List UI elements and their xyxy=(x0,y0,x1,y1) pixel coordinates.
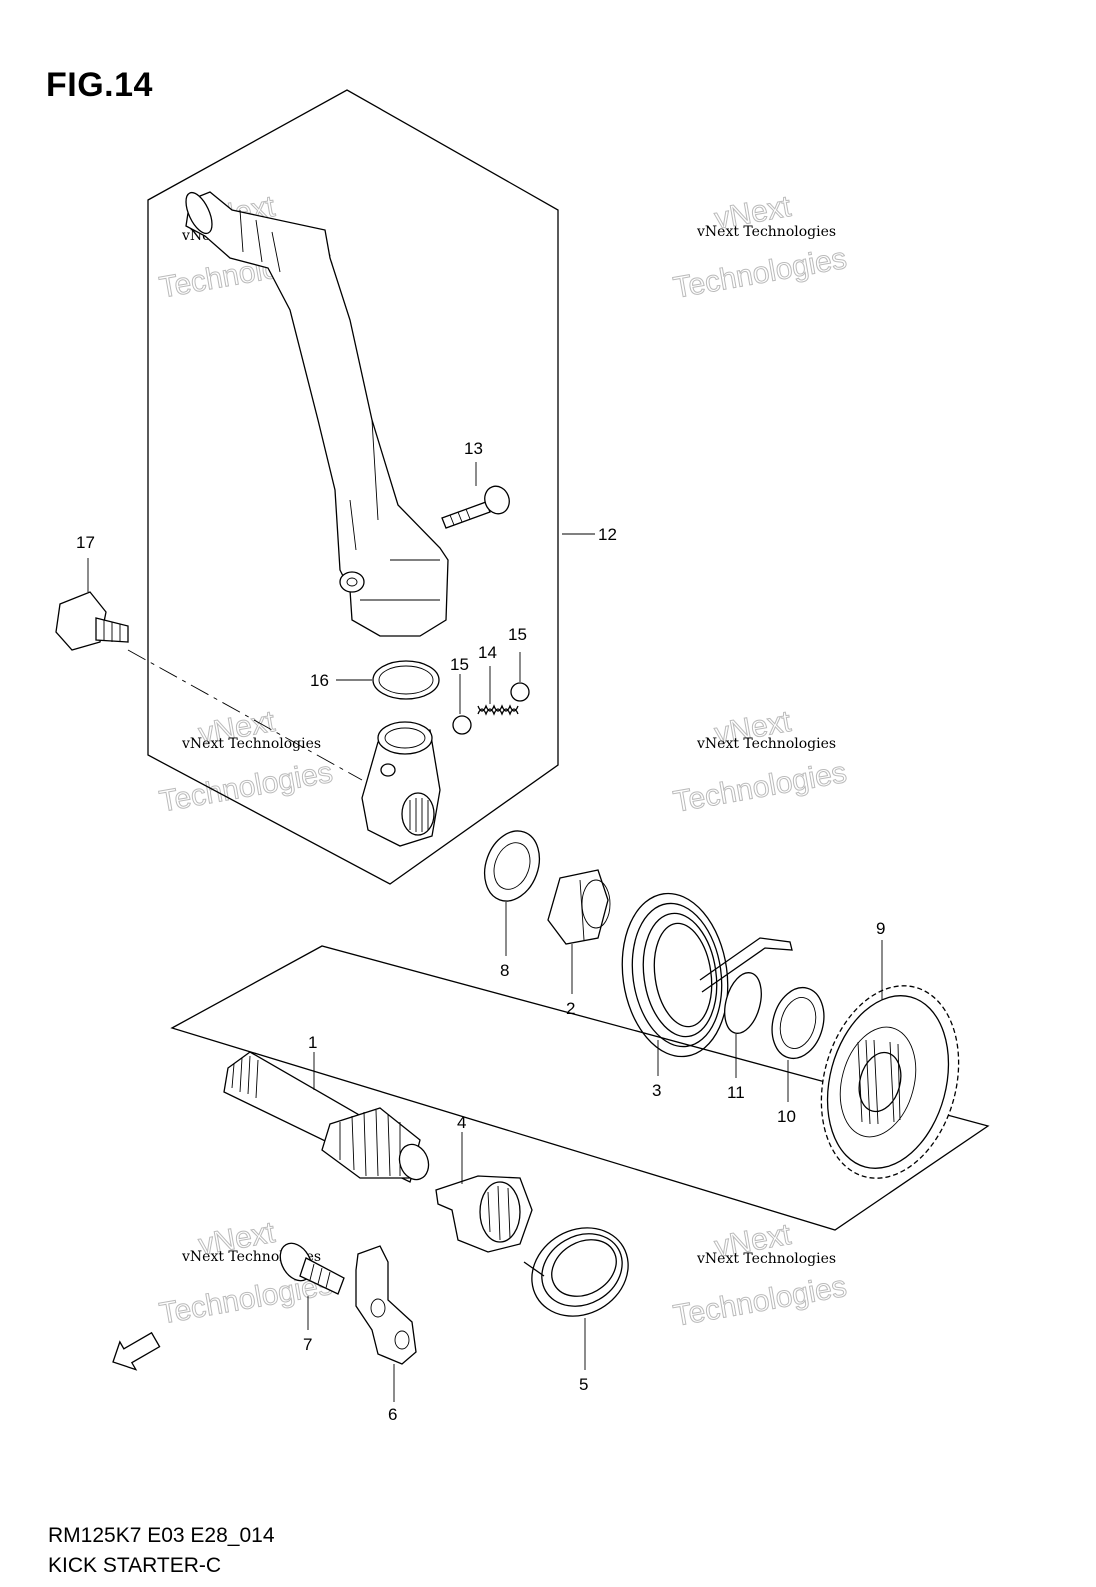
watermark-text-3: Technologies xyxy=(671,1270,849,1333)
figure-title: FIG.14 xyxy=(46,66,153,104)
callout-12: 12 xyxy=(598,525,617,544)
watermark-text-1: vNext Technologies xyxy=(696,224,836,240)
kick-shaft-1 xyxy=(223,1051,430,1183)
shaft-assembly-frame xyxy=(170,945,990,1231)
callout-6: 6 xyxy=(388,1405,397,1424)
stopper-plate-6 xyxy=(355,1245,417,1365)
callout-13: 13 xyxy=(464,439,483,458)
callout-2: 2 xyxy=(566,999,575,1018)
callout-14: 14 xyxy=(478,643,497,662)
callout-1: 1 xyxy=(308,1033,317,1052)
callout-15-lower: 15 xyxy=(450,655,469,674)
callout-7: 7 xyxy=(303,1335,312,1354)
kick-gear-9 xyxy=(820,985,960,1179)
alignment-line-17 xyxy=(127,649,363,781)
watermark-text-1: vNext Technologies xyxy=(181,736,321,752)
callout-8: 8 xyxy=(500,961,509,980)
ball-15-upper xyxy=(510,682,530,702)
callout-15-upper: 15 xyxy=(508,625,527,644)
circlip-11 xyxy=(724,972,762,1034)
watermark-bottom-right: vNext vNext Technologies Technologies xyxy=(670,1217,849,1333)
callout-10: 10 xyxy=(777,1107,796,1126)
watermark-group: vNext vNext Technologies Technologies vN… xyxy=(156,189,849,1333)
ratchet-4 xyxy=(435,1175,533,1253)
spring-guide-2 xyxy=(547,869,611,945)
callout-11: 11 xyxy=(727,1083,745,1102)
callout-9: 9 xyxy=(876,919,885,938)
watermark-top-right: vNext vNext Technologies Technologies xyxy=(670,189,849,305)
ratchet-spring-5 xyxy=(523,1227,629,1317)
leader-lines xyxy=(87,462,883,1402)
bolt-7 xyxy=(279,1242,345,1295)
watermark-mid-right: vNext vNext Technologies Technologies xyxy=(670,704,849,819)
figure-caption-name: KICK STARTER-C xyxy=(48,1554,222,1577)
kick-lever-boss xyxy=(361,721,441,847)
kick-lever xyxy=(185,191,449,637)
callout-16: 16 xyxy=(310,671,329,690)
callout-4: 4 xyxy=(457,1113,466,1132)
fwd-arrow-marker: FWD xyxy=(112,1331,161,1371)
figure-caption-model: RM125K7 E03 E28_014 xyxy=(48,1524,275,1547)
washer-10 xyxy=(771,986,825,1060)
watermark-mid-left: vNext vNext Technologies Technologies xyxy=(156,704,335,819)
o-ring-16 xyxy=(372,660,440,700)
ball-15-lower xyxy=(452,715,472,735)
bolt-13 xyxy=(441,485,510,529)
watermark-text-3: Technologies xyxy=(671,242,849,305)
callout-17: 17 xyxy=(76,533,95,552)
bolt-17 xyxy=(55,591,129,651)
callout-labels: 1 2 3 4 5 6 7 8 9 10 11 12 13 14 15 15 1… xyxy=(76,439,885,1424)
watermark-text-1: vNext Technologies xyxy=(696,736,836,752)
callout-3: 3 xyxy=(652,1081,661,1100)
watermark-text-1: vNext Technologies xyxy=(696,1251,836,1267)
kick-lever-assembly-frame xyxy=(147,89,559,885)
kick-starter-spring-3 xyxy=(621,892,793,1058)
callout-5: 5 xyxy=(579,1375,588,1394)
spring-14 xyxy=(477,704,519,716)
watermark-text-3: Technologies xyxy=(157,756,335,819)
watermark-text-3: Technologies xyxy=(671,756,849,819)
oil-seal-8 xyxy=(483,830,541,902)
